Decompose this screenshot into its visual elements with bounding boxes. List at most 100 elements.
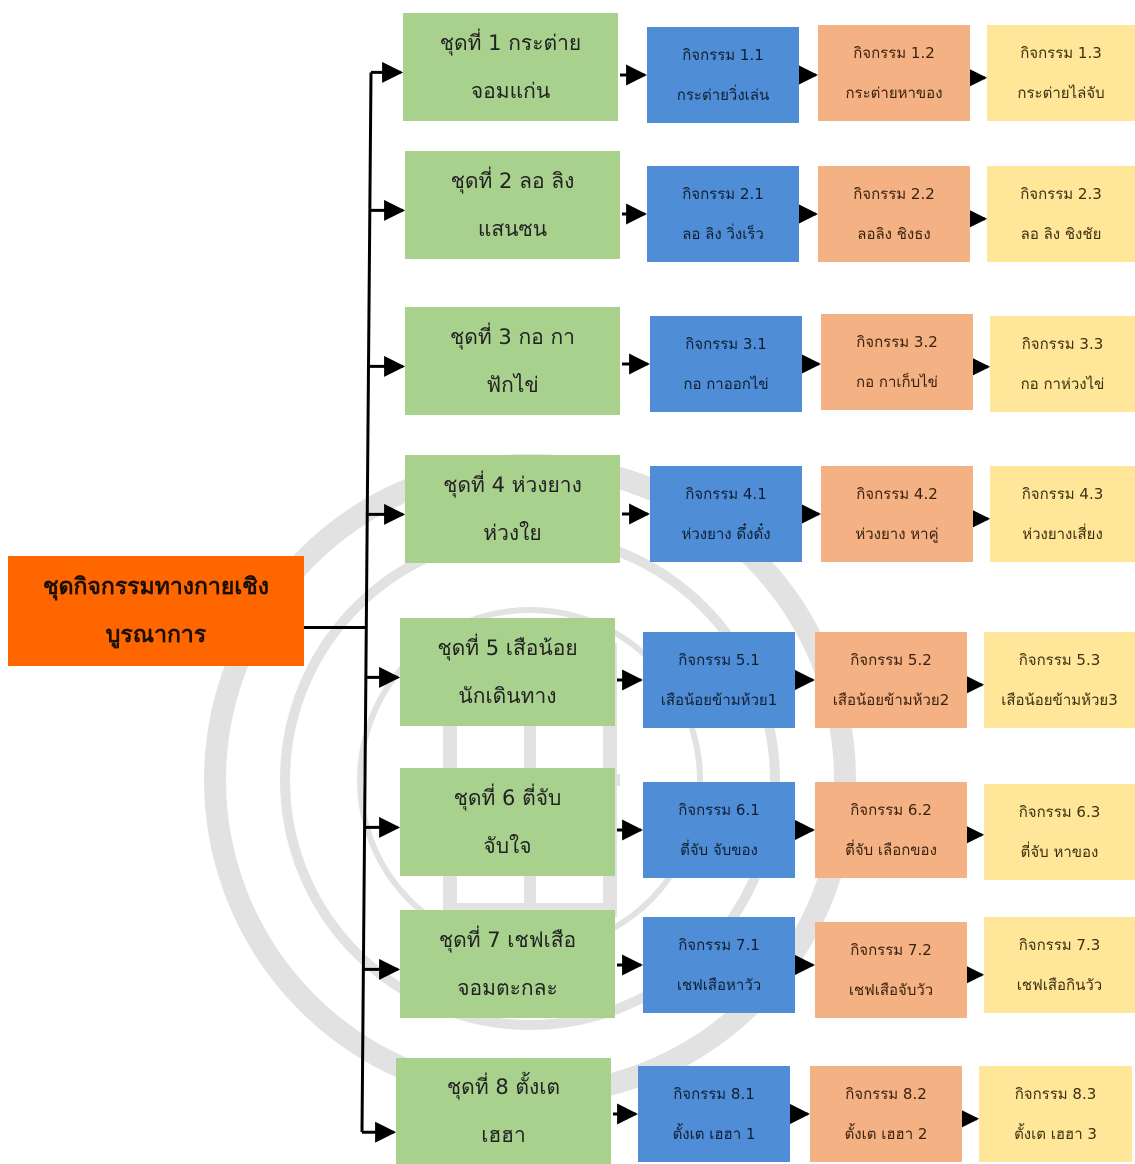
set-node-1: ชุดที่ 1 กระต่าย จอมแก่น [403,13,618,121]
activity-node-1-3: กิจกรรม 1.3 กระต่ายไล่จับ [987,25,1135,121]
activity-code: กิจกรรม 1.3 [1020,44,1102,62]
set-title: ชุดที่ 6 ตี่จับ [453,786,562,810]
activity-name: กระต่ายวิ่งเล่น [676,86,770,104]
set-subtitle: จอมตะกละ [457,976,558,1000]
activity-node-3-3: กิจกรรม 3.3 กอ กาห่วงไข่ [990,316,1135,412]
activity-name: ห่วงยาง ดึ๋งดั๋ง [681,525,771,543]
activity-code: กิจกรรม 1.2 [853,44,935,62]
set-subtitle: จอมแก่น [470,79,551,103]
activity-name: กระต่ายไล่จับ [1017,84,1105,102]
activity-code: กิจกรรม 4.3 [1021,485,1104,503]
activity-name: ตี่จับ จับของ [680,841,758,859]
activity-code: กิจกรรม 8.2 [845,1085,927,1103]
trunk-line [360,72,373,1133]
set-node-8: ชุดที่ 8 ตั้งเต เฮฮา [396,1058,611,1164]
activity-name: ตั้งเต เฮฮา 1 [672,1125,756,1143]
activity-node-6-3: กิจกรรม 6.3 ตี่จับ หาของ [984,784,1135,880]
activity-name: ตั้งเต เฮฮา 3 [1014,1125,1097,1143]
activity-code: กิจกรรม 3.3 [1021,335,1104,353]
activity-code: กิจกรรม 8.3 [1014,1085,1097,1103]
set-title: ชุดที่ 3 กอ กา [450,325,575,349]
set-subtitle: นักเดินทาง [458,684,557,708]
activity-node-7-3: กิจกรรม 7.3 เชฟเสือกินวัว [984,917,1135,1013]
activity-node-4-2: กิจกรรม 4.2 ห่วงยาง หาคู่ [821,466,973,562]
set-subtitle: จับใจ [483,834,532,858]
activity-code: กิจกรรม 6.1 [678,801,760,819]
activity-name: ลอ ลิง ชิงชัย [1020,225,1102,243]
activity-node-5-1: กิจกรรม 5.1 เสือน้อยข้ามห้วย1 [643,632,795,728]
activity-name: ห่วงยางเสี่ยง [1022,525,1103,543]
activity-code: กิจกรรม 4.1 [685,485,767,503]
activity-code: กิจกรรม 5.2 [850,651,932,669]
root-line-2: บูรณาการ [105,622,207,648]
root-node: ชุดกิจกรรมทางกายเชิง บูรณาการ [8,556,304,666]
activity-name: กอ กาออกไข่ [683,375,769,393]
set-title: ชุดที่ 5 เสือน้อย [437,636,578,660]
set-node-2: ชุดที่ 2 ลอ ลิง แสนซน [405,151,620,259]
activity-name: เสือน้อยข้ามห้วย2 [832,691,950,709]
activity-code: กิจกรรม 3.2 [856,333,938,351]
set-title: ชุดที่ 1 กระต่าย [439,31,582,55]
activity-code: กิจกรรม 5.3 [1018,651,1101,669]
activity-node-2-1: กิจกรรม 2.1 ลอ ลิง วิ่งเร็ว [647,166,799,262]
activity-name: เสือน้อยข้ามห้วย3 [1001,691,1118,709]
set-node-3: ชุดที่ 3 กอ กา ฟักไข่ [405,307,620,415]
activity-code: กิจกรรม 6.2 [850,801,932,819]
activity-code: กิจกรรม 6.3 [1018,803,1101,821]
set-title: ชุดที่ 7 เชฟเสือ [438,928,577,952]
activity-node-4-1: กิจกรรม 4.1 ห่วงยาง ดึ๋งดั๋ง [650,466,802,562]
activity-code: กิจกรรม 3.1 [685,335,767,353]
activity-node-1-1: กิจกรรม 1.1 กระต่ายวิ่งเล่น [647,27,799,123]
set-node-7: ชุดที่ 7 เชฟเสือ จอมตะกละ [400,910,615,1018]
activity-name: ตี่จับ หาของ [1020,843,1099,861]
activity-name: ลอลิง ชิงธง [857,225,931,243]
activity-node-7-2: กิจกรรม 7.2 เชฟเสือจับวัว [815,922,967,1018]
set-subtitle: ฟักไข่ [486,373,539,397]
activity-name: เชฟเสือจับวัว [848,981,934,999]
activity-code: กิจกรรม 1.1 [682,46,764,64]
activity-name: เชฟเสือหาวัว [676,976,762,994]
set-title: ชุดที่ 4 ห่วงยาง [443,473,582,497]
activity-name: ตี่จับ เลือกของ [845,841,937,859]
activity-node-6-1: กิจกรรม 6.1 ตี่จับ จับของ [643,782,795,878]
set-title: ชุดที่ 2 ลอ ลิง [450,169,575,193]
activity-node-5-3: กิจกรรม 5.3 เสือน้อยข้ามห้วย3 [984,632,1135,728]
activity-node-8-1: กิจกรรม 8.1 ตั้งเต เฮฮา 1 [638,1066,790,1162]
activity-name: กอ กาห่วงไข่ [1020,375,1105,393]
activity-code: กิจกรรม 5.1 [678,651,760,669]
set-node-5: ชุดที่ 5 เสือน้อย นักเดินทาง [400,618,615,726]
activity-code: กิจกรรม 2.1 [682,185,764,203]
activity-node-2-2: กิจกรรม 2.2 ลอลิง ชิงธง [818,166,970,262]
set-subtitle: แสนซน [477,217,548,241]
activity-name: เสือน้อยข้ามห้วย1 [660,691,778,709]
activity-node-1-2: กิจกรรม 1.2 กระต่ายหาของ [818,25,970,121]
activity-node-5-2: กิจกรรม 5.2 เสือน้อยข้ามห้วย2 [815,632,967,728]
set-title: ชุดที่ 8 ตั้งเต [446,1075,561,1099]
activity-code: กิจกรรม 2.3 [1020,185,1102,203]
activity-name: เชฟเสือกินวัว [1016,976,1103,994]
activity-node-8-3: กิจกรรม 8.3 ตั้งเต เฮฮา 3 [979,1066,1132,1162]
root-line-1: ชุดกิจกรรมทางกายเชิง [42,574,270,600]
activity-node-2-3: กิจกรรม 2.3 ลอ ลิง ชิงชัย [987,166,1135,262]
set-node-6: ชุดที่ 6 ตี่จับ จับใจ [400,768,615,876]
activity-code: กิจกรรม 8.1 [673,1085,755,1103]
activity-node-4-3: กิจกรรม 4.3 ห่วงยางเสี่ยง [990,466,1135,562]
activity-name: ตั้งเต เฮฮา 2 [844,1125,928,1143]
activity-code: กิจกรรม 7.3 [1018,936,1101,954]
activity-code: กิจกรรม 7.1 [678,936,760,954]
activity-code: กิจกรรม 7.2 [850,941,932,959]
set-subtitle: ห่วงใย [483,521,542,545]
activity-node-3-1: กิจกรรม 3.1 กอ กาออกไข่ [650,316,802,412]
activity-node-3-2: กิจกรรม 3.2 กอ กาเก็บไข่ [821,314,973,410]
activity-name: ลอ ลิง วิ่งเร็ว [682,225,764,243]
set-node-4: ชุดที่ 4 ห่วงยาง ห่วงใย [405,455,620,563]
activity-name: ห่วงยาง หาคู่ [855,525,939,543]
activity-node-6-2: กิจกรรม 6.2 ตี่จับ เลือกของ [815,782,967,878]
activity-name: กระต่ายหาของ [845,84,943,102]
activity-node-7-1: กิจกรรม 7.1 เชฟเสือหาวัว [643,917,795,1013]
activity-name: กอ กาเก็บไข่ [856,373,938,391]
activity-code: กิจกรรม 4.2 [856,485,938,503]
set-subtitle: เฮฮา [481,1123,526,1147]
activity-code: กิจกรรม 2.2 [853,185,935,203]
